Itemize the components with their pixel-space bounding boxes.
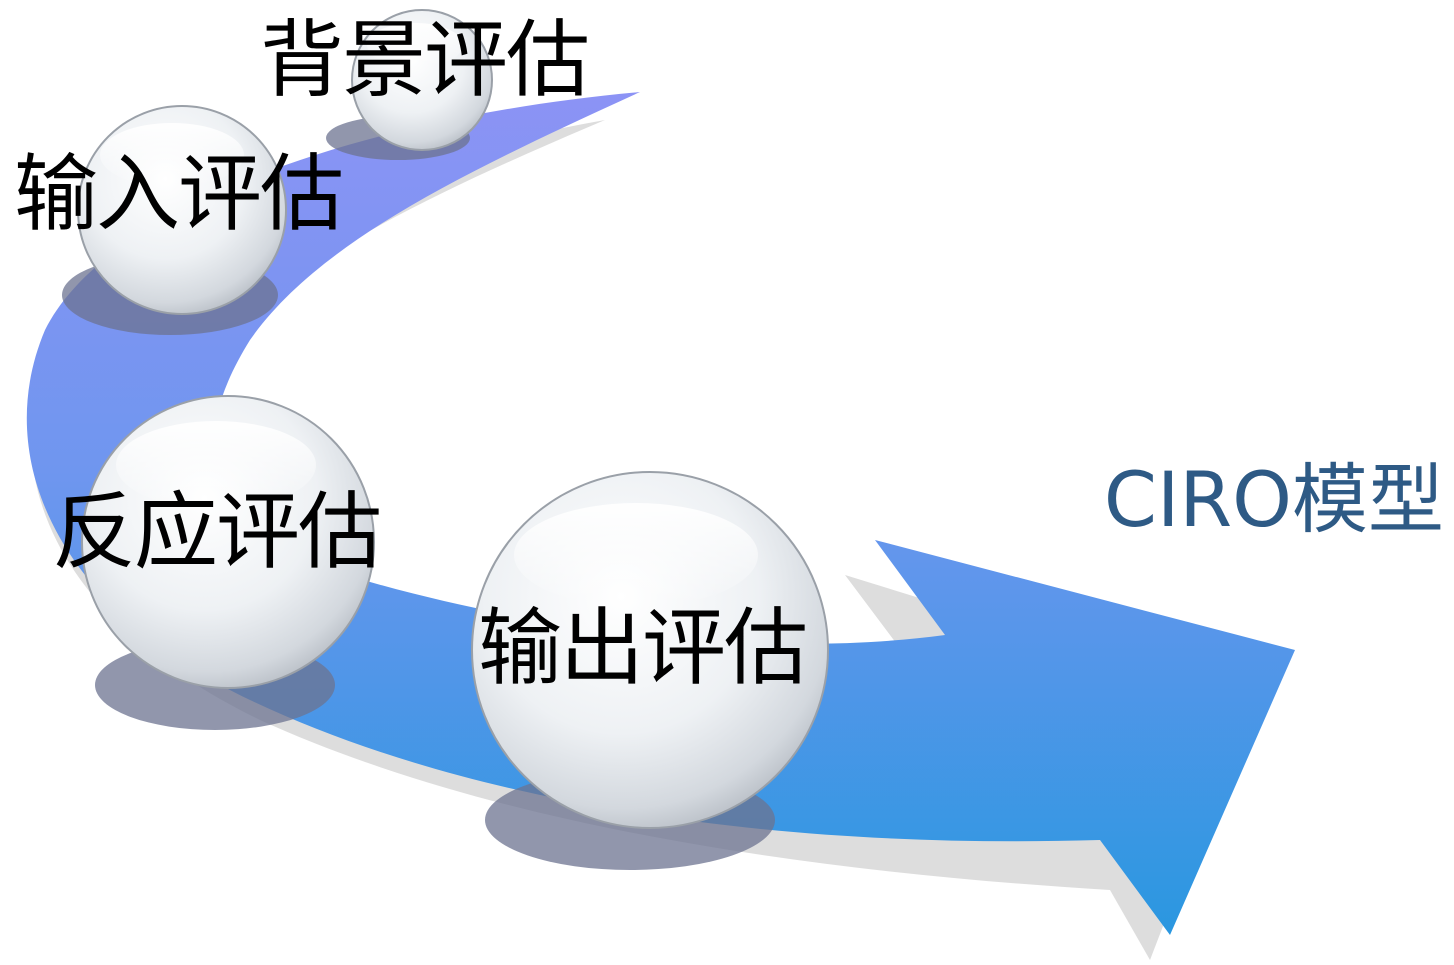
context-sphere (351, 9, 493, 151)
stage-label-context: 背景评估 (260, 11, 590, 109)
stage-label-reaction: 反应评估 (52, 483, 382, 581)
model-title: CIRO模型 (1103, 455, 1444, 544)
stage-label-outcome: 输出评估 (478, 599, 808, 697)
outcome-sphere (471, 471, 829, 829)
stage-label-input: 输入评估 (14, 145, 344, 243)
curved-arrow (26, 92, 1296, 935)
input-sphere (77, 105, 287, 315)
reaction-sphere (81, 395, 375, 689)
